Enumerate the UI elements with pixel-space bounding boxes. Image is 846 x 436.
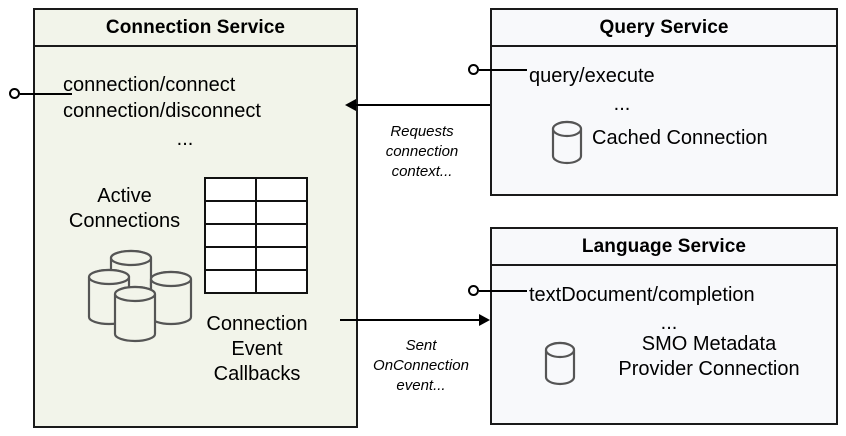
language-service-operations-ellipsis: ... [660, 312, 678, 334]
table-cell [255, 200, 308, 225]
connection-service-body: connection/connect connection/disconnect… [35, 47, 356, 426]
query-service-operations-ellipsis: ... [613, 93, 631, 115]
table-cell [204, 177, 257, 202]
table-cell [204, 200, 257, 225]
query-service-body: query/execute ... Cached Connection [492, 47, 836, 194]
table-cell [255, 269, 308, 294]
connection-service-component[interactable]: Connection Service connection/connect co… [33, 8, 358, 428]
database-cluster-icon [87, 244, 211, 344]
connector-requests-connection-context-label: Requests connection context... [385, 123, 459, 180]
connection-service-operation-disconnect: connection/disconnect [63, 100, 261, 122]
connector-requests-connection-context-line [355, 104, 490, 106]
connector-sent-onconnection-event-line [340, 319, 484, 321]
table-row [204, 269, 308, 294]
table-row [204, 223, 308, 248]
table-row [204, 177, 308, 202]
table-row [204, 246, 308, 271]
language-service-title: Language Service [492, 229, 836, 266]
connector-sent-onconnection-event-arrowhead [479, 314, 490, 326]
provided-interface-language-service-stem [479, 290, 527, 292]
active-connections-label: Active Connections [68, 185, 181, 232]
provided-interface-query-service-icon[interactable] [468, 64, 479, 75]
table-cell [255, 223, 308, 248]
smo-metadata-provider-connection-label: SMO Metadata Provider Connection [618, 333, 800, 380]
provided-interface-query-service-stem [479, 69, 527, 71]
cached-connection-database-icon [550, 120, 584, 165]
smo-metadata-provider-database-icon [543, 341, 577, 386]
query-service-title: Query Service [492, 10, 836, 47]
connector-requests-connection-context-arrowhead [345, 99, 356, 111]
connector-sent-onconnection-event-label: Sent OnConnection event... [373, 337, 469, 394]
connection-service-operations-ellipsis: ... [176, 128, 194, 150]
language-service-operation-completion: textDocument/completion [529, 284, 755, 306]
language-service-body: textDocument/completion ... SMO Metadata… [492, 266, 836, 423]
connection-service-operation-connect: connection/connect [63, 74, 236, 96]
query-service-operation-execute: query/execute [529, 65, 655, 87]
table-cell [204, 246, 257, 271]
table-cell [204, 223, 257, 248]
cached-connection-label: Cached Connection [592, 127, 768, 149]
connection-service-title: Connection Service [35, 10, 356, 47]
connection-event-callbacks-label: Connection Event Callbacks [206, 313, 308, 385]
provided-interface-connection-service-icon[interactable] [9, 88, 20, 99]
query-service-component[interactable]: Query Service query/execute ... Cached C… [490, 8, 838, 196]
provided-interface-connection-service-stem [20, 93, 72, 95]
language-service-component[interactable]: Language Service textDocument/completion… [490, 227, 838, 425]
table-cell [255, 246, 308, 271]
table-cell [255, 177, 308, 202]
table-cell [204, 269, 257, 294]
table-row [204, 200, 308, 225]
provided-interface-language-service-icon[interactable] [468, 285, 479, 296]
connection-event-callbacks-table [204, 177, 308, 294]
